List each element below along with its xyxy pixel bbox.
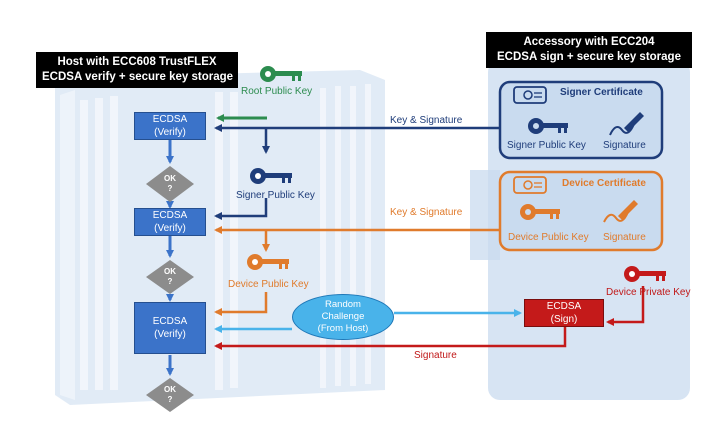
ecdsa-sign-block: ECDSA (Sign): [524, 299, 604, 327]
decision-2-line1: OK: [164, 267, 176, 276]
signer-signature-pen-icon: [609, 112, 644, 136]
device-private-key-label: Device Private Key: [606, 287, 691, 298]
signer-key-host-icon: [250, 168, 292, 184]
decision-2-line2: ?: [167, 277, 173, 286]
verify-2-line2: (Verify): [154, 223, 186, 234]
device-key-to-verify3: [214, 292, 268, 316]
key-signature-label-2: Key & Signature: [390, 207, 463, 218]
decision-2-label: OK ?: [155, 267, 185, 287]
device-key-host-icon: [247, 254, 289, 270]
device-public-key-host-label: Device Public Key: [228, 279, 309, 290]
device-certificate-box: [498, 170, 664, 252]
signer-cert-public-key-label: Signer Public Key: [507, 140, 586, 151]
decision-diamond-1: [146, 166, 194, 202]
device-private-key-icon: [624, 266, 666, 282]
challenge-line2: Challenge: [321, 311, 365, 322]
decision-diamond-2: [146, 260, 194, 294]
private-key-to-sign-arrow: [606, 286, 645, 326]
device-certificate-icon: [513, 176, 547, 194]
verify-1-line1: ECDSA: [152, 114, 188, 125]
host-title-line1: Host with ECC608 TrustFLEX: [57, 56, 217, 68]
accessory-title-line1: Accessory with ECC204: [523, 36, 655, 48]
device-signature-pen-icon: [603, 200, 638, 223]
root-key-icon: [260, 66, 302, 82]
host-title-line2: ECDSA verify + secure key storage: [42, 71, 234, 83]
device-cert-signature-label: Signature: [603, 232, 646, 243]
signer-cert-key-icon: [528, 118, 568, 134]
root-public-key-label: Root Public Key: [241, 86, 313, 97]
signature-arrow: [214, 327, 567, 350]
ecdsa-verify-block-1: ECDSA (Verify): [134, 112, 206, 140]
host-header: Host with ECC608 TrustFLEX ECDSA verify …: [36, 52, 238, 88]
device-cert-public-key-label: Device Public Key: [508, 232, 589, 243]
key-signature-label-1: Key & Signature: [390, 115, 463, 126]
signer-certificate-title: Signer Certificate: [560, 87, 643, 98]
signer-cert-signature-label: Signature: [603, 140, 646, 151]
verify-3-line1: ECDSA: [152, 316, 188, 327]
accessory-title-line2: ECDSA sign + secure key storage: [497, 51, 681, 63]
decision-3-line2: ?: [167, 395, 173, 404]
device-certificate-title: Device Certificate: [562, 178, 646, 189]
challenge-line3: (From Host): [317, 323, 369, 334]
device-cert-key-icon: [520, 204, 560, 220]
decision-1-line2: ?: [167, 184, 173, 193]
signer-certificate-icon: [513, 86, 547, 104]
ecdsa-verify-block-3: ECDSA (Verify): [134, 302, 206, 354]
signature-label: Signature: [414, 350, 457, 361]
signer-key-to-verify2: [214, 198, 268, 220]
decision-3-line1: OK: [164, 385, 176, 394]
verify-1-line2: (Verify): [154, 127, 186, 138]
accessory-header: Accessory with ECC204 ECDSA sign + secur…: [486, 32, 692, 68]
host-tower-illustration: [55, 70, 385, 405]
decision-1-label: OK ?: [155, 174, 185, 194]
sign-line1: ECDSA: [546, 301, 582, 312]
decision-diamond-3: [146, 378, 194, 412]
challenge-line1: Random: [325, 299, 361, 310]
sign-line2: (Sign): [550, 314, 578, 325]
signer-public-key-host-label: Signer Public Key: [236, 190, 315, 201]
signer-certificate-box: [498, 80, 664, 160]
decision-3-label: OK ?: [155, 385, 185, 405]
verify-2-line1: ECDSA: [152, 210, 188, 221]
verify-3-line2: (Verify): [154, 329, 186, 340]
random-challenge-ellipse: Random Challenge (From Host): [292, 294, 394, 340]
decision-1-line1: OK: [164, 174, 176, 183]
ecdsa-verify-block-2: ECDSA (Verify): [134, 208, 206, 236]
